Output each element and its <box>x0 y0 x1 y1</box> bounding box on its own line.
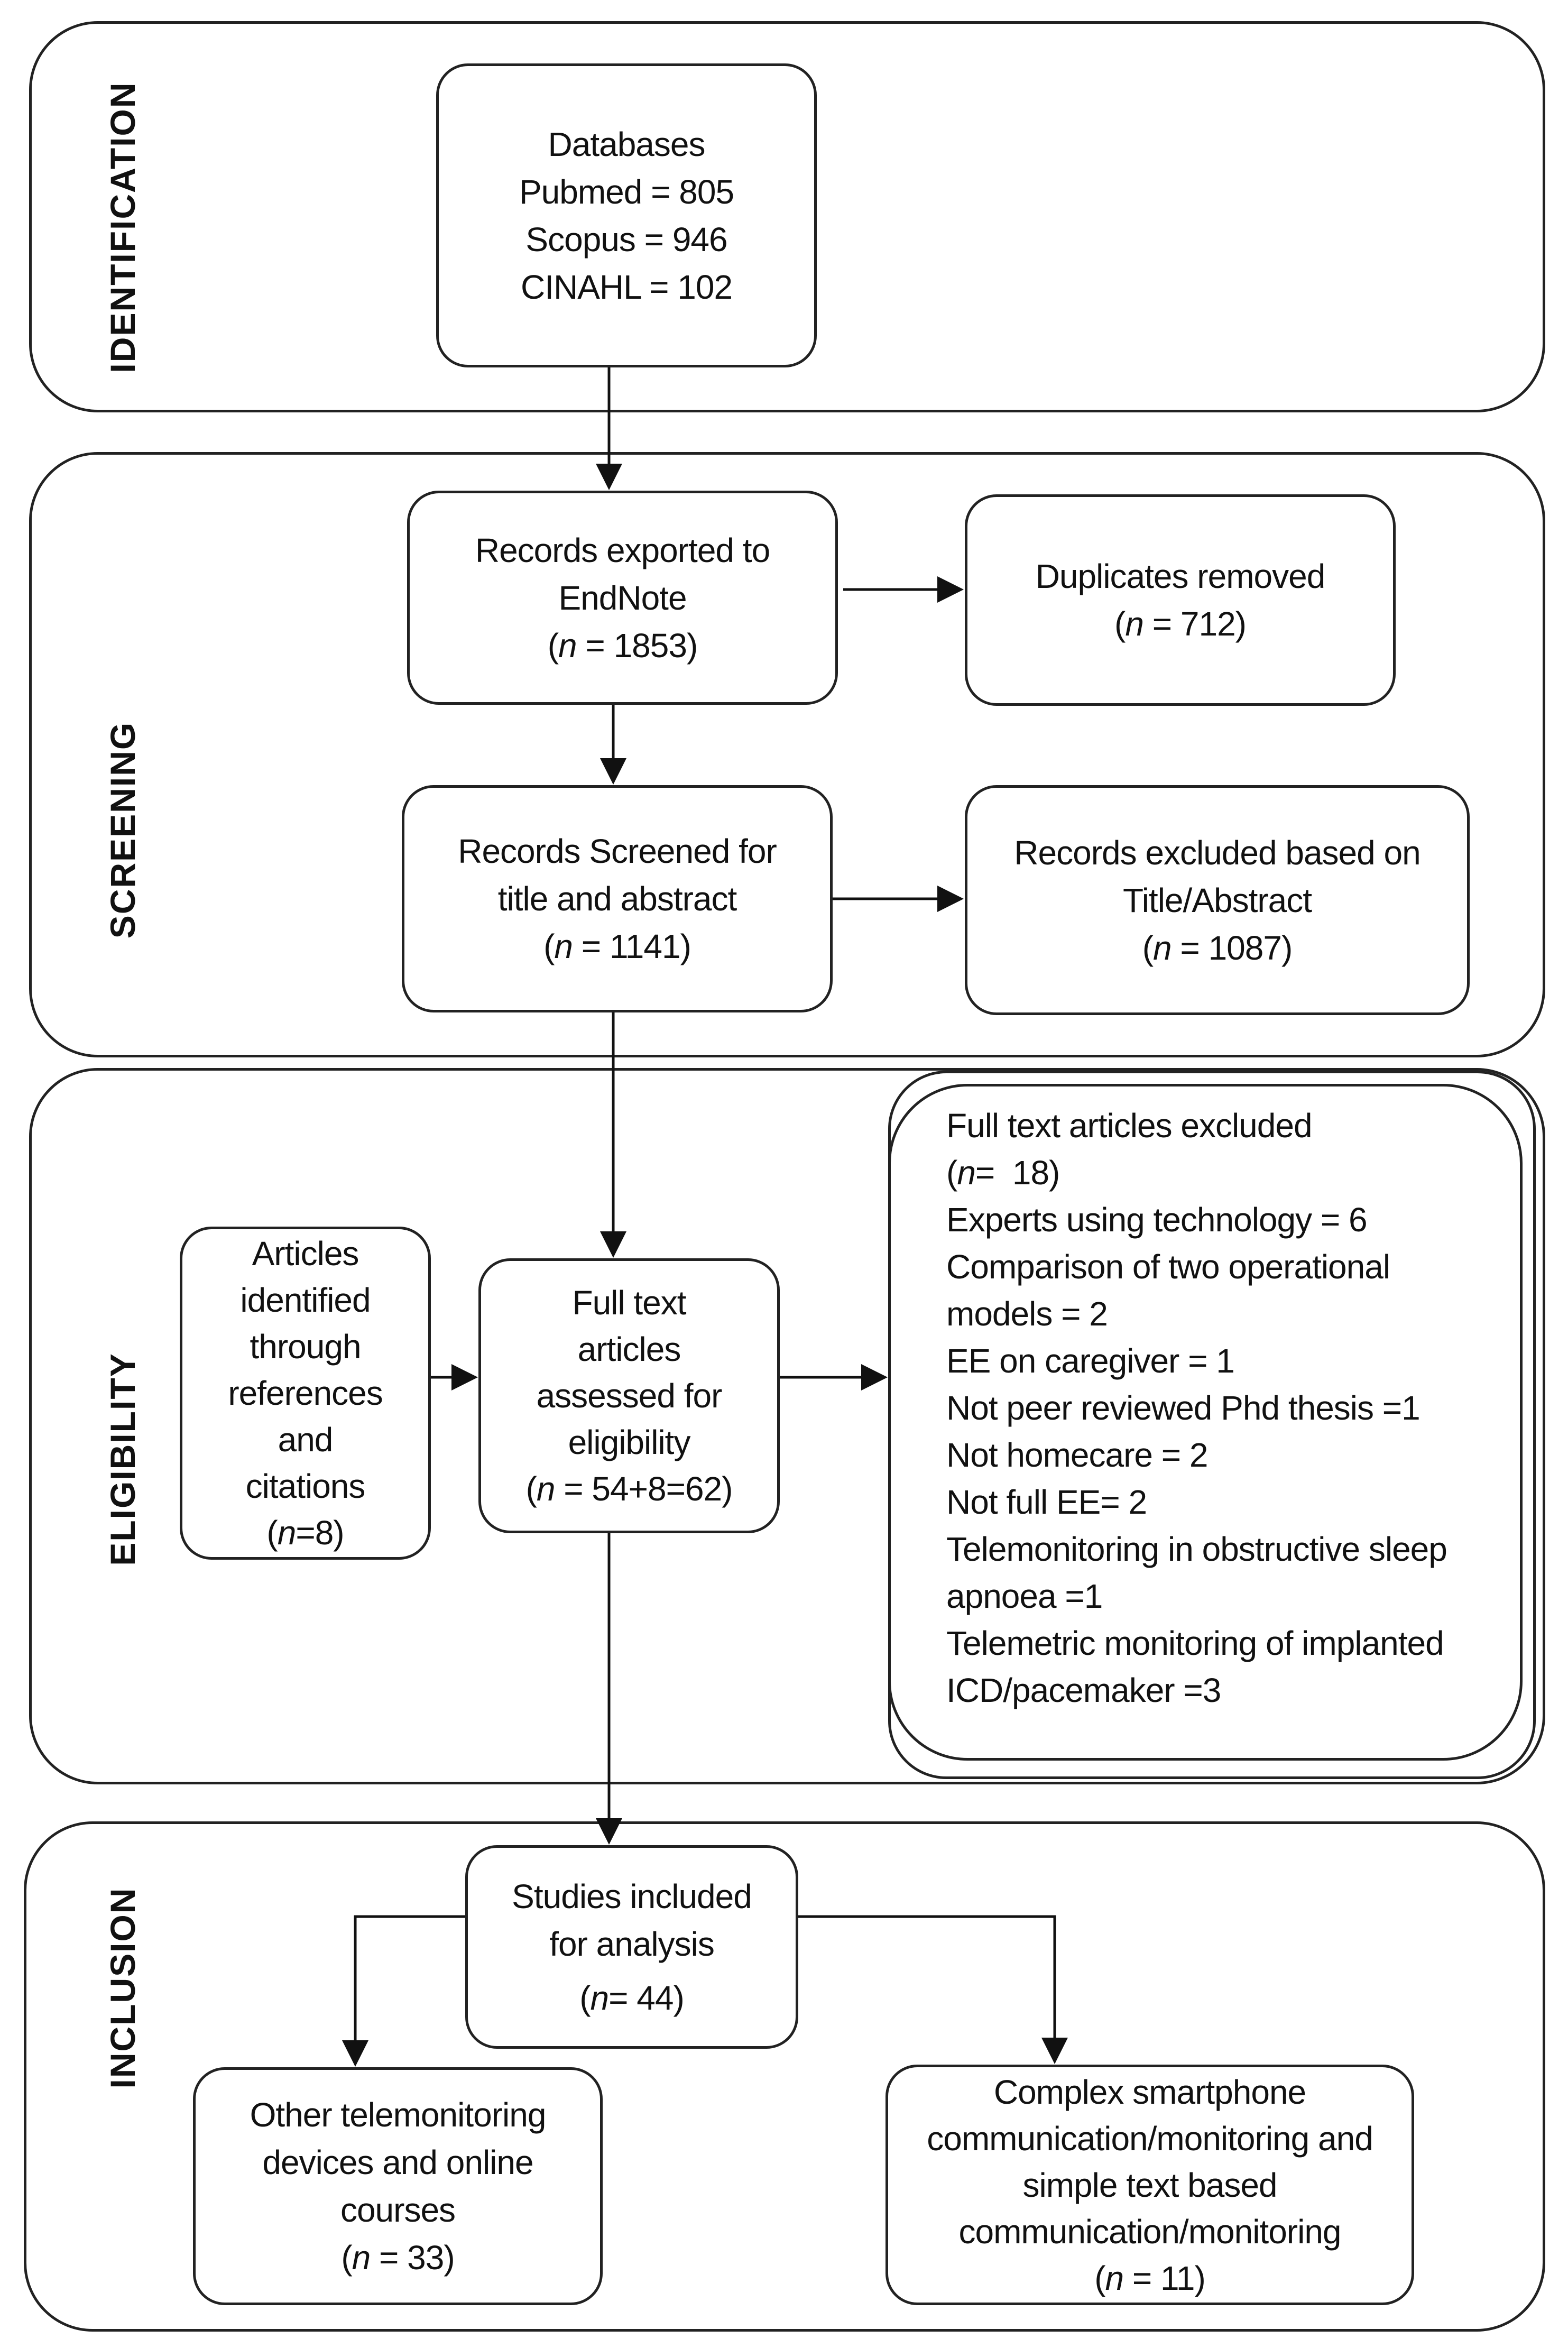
other-telemonitoring-n: (n = 33) <box>341 2239 455 2277</box>
complex-smartphone-line-3: simple text based <box>1022 2166 1277 2204</box>
records-screened-n: (n = 1141) <box>543 927 691 965</box>
complex-smartphone-n: (n = 11) <box>1094 2259 1206 2297</box>
studies-included-line-2: for analysis <box>549 1924 715 1963</box>
exclusion-reason-10: Telemetric monitoring of implanted <box>946 1624 1444 1662</box>
full-text-assessed-line-4: eligibility <box>568 1423 691 1461</box>
exclusion-reason-1: Experts using technology = 6 <box>946 1201 1368 1239</box>
records-screened-line-1: Records Screened for <box>458 832 777 870</box>
full-text-assessed-box: Full text articles assessed for eligibil… <box>478 1258 780 1533</box>
records-exported-n: (n = 1853) <box>547 626 698 665</box>
records-screened-line-2: title and abstract <box>497 880 737 918</box>
duplicates-removed-box: Duplicates removed (n = 712) <box>965 494 1396 706</box>
databases-line: Databases <box>548 125 706 163</box>
exclusion-reason-5: Not peer reviewed Phd thesis =1 <box>946 1389 1421 1427</box>
cinahl-count: CINAHL = 102 <box>520 268 733 306</box>
articles-identified-line-2: identified <box>240 1281 371 1319</box>
pubmed-count: Pubmed = 805 <box>519 172 734 211</box>
exclusion-reason-11: ICD/pacemaker =3 <box>946 1671 1221 1709</box>
exclusion-reason-4: EE on caregiver = 1 <box>946 1342 1235 1380</box>
exclusion-reason-8: Telemonitoring in obstructive sleep <box>946 1530 1447 1568</box>
complex-smartphone-box: Complex smartphone communication/monitor… <box>886 2065 1414 2305</box>
complex-smartphone-line-2: communication/monitoring and <box>927 2119 1373 2158</box>
records-exported-line-2: EndNote <box>558 578 687 617</box>
duplicates-removed-n: (n = 712) <box>1114 605 1247 643</box>
studies-included-n: (n= 44) <box>579 1978 685 2017</box>
records-excluded-box: Records excluded based on Title/Abstract… <box>965 785 1470 1015</box>
other-telemonitoring-line-1: Other telemonitoring <box>250 2096 547 2134</box>
full-text-assessed-line-2: articles <box>577 1330 681 1368</box>
duplicates-removed-label: Duplicates removed <box>1035 557 1326 595</box>
scopus-count: Scopus = 946 <box>525 220 727 259</box>
exclusion-reason-6: Not homecare = 2 <box>946 1436 1208 1474</box>
complex-smartphone-line-1: Complex smartphone <box>993 2073 1306 2111</box>
records-excluded-line-2: Title/Abstract <box>1122 881 1312 919</box>
full-text-excluded-n: (n= 18) <box>946 1154 1060 1192</box>
articles-identified-line-3: through <box>250 1328 361 1366</box>
records-screened-box: Records Screened for title and abstract … <box>402 785 833 1012</box>
records-excluded-line-1: Records excluded based on <box>1014 833 1421 872</box>
articles-identified-line-1: Articles <box>252 1235 359 1273</box>
articles-identified-line-4: references <box>228 1374 383 1412</box>
arrow-included-to-complex <box>798 1915 1068 2064</box>
exclusion-reason-9: apnoea =1 <box>946 1577 1103 1615</box>
exclusion-reason-2: Comparison of two operational <box>946 1248 1390 1286</box>
full-text-assessed-line-3: assessed for <box>536 1377 723 1415</box>
articles-identified-n: (n=8) <box>266 1514 344 1552</box>
exclusion-reason-7: Not full EE= 2 <box>946 1483 1147 1521</box>
records-exported-line-1: Records exported to <box>475 531 770 569</box>
other-telemonitoring-line-2: devices and online <box>262 2143 533 2181</box>
full-text-assessed-n: (n = 54+8=62) <box>525 1470 733 1508</box>
records-exported-box: Records exported to EndNote (n = 1853) <box>407 491 838 705</box>
arrow-included-to-other <box>342 1915 465 2067</box>
full-text-excluded-title: Full text articles excluded <box>946 1107 1313 1145</box>
other-telemonitoring-line-3: courses <box>340 2191 456 2229</box>
other-telemonitoring-box: Other telemonitoring devices and online … <box>193 2067 603 2305</box>
exclusion-reason-3: models = 2 <box>946 1295 1108 1333</box>
studies-included-line-1: Studies included <box>512 1877 752 1916</box>
records-excluded-n: (n = 1087) <box>1142 928 1293 967</box>
full-text-assessed-line-1: Full text <box>572 1284 686 1322</box>
databases-box: Databases Pubmed = 805 Scopus = 946 CINA… <box>436 63 817 367</box>
articles-identified-line-5: and <box>278 1421 334 1459</box>
full-text-excluded-box: Full text articles excluded (n= 18) Expe… <box>888 1084 1523 1761</box>
articles-identified-box: Articles identified through references a… <box>180 1227 431 1560</box>
articles-identified-line-6: citations <box>245 1467 366 1505</box>
complex-smartphone-line-4: communication/monitoring <box>958 2212 1342 2251</box>
studies-included-box: Studies included for analysis (n= 44) <box>465 1845 798 2049</box>
